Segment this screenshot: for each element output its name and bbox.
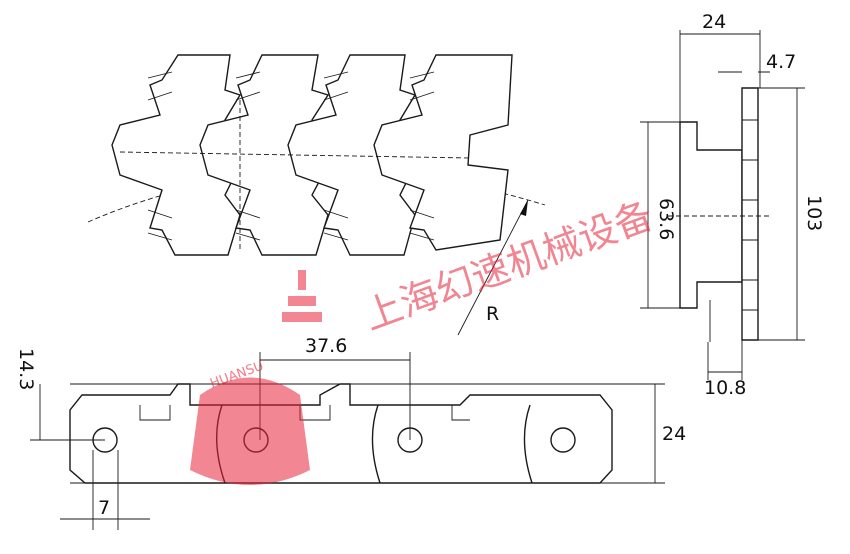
watermark-logo-icon	[190, 270, 322, 485]
dim-height-offset: 14.3	[15, 348, 37, 390]
dim-inner-width: 63.6	[655, 198, 677, 240]
plan-link-4	[373, 54, 513, 251]
dim-width-top: 24	[702, 11, 726, 33]
dim-thickness: 4.7	[766, 51, 796, 73]
front-view: 14.3 37.6 24 7	[15, 335, 686, 530]
top-view	[87, 54, 546, 256]
dim-hinge-width: 10.8	[704, 377, 746, 399]
end-view: 24 4.7 63.6 103 10.8	[640, 11, 825, 399]
radius-label: R	[486, 303, 499, 325]
radius-indicator: R	[457, 199, 529, 336]
dim-height: 24	[662, 423, 686, 445]
dim-pin-dia: 7	[98, 497, 110, 519]
dim-overall-width: 103	[803, 195, 825, 231]
pin-hole-4	[550, 427, 576, 453]
dim-pitch: 37.6	[305, 335, 347, 357]
